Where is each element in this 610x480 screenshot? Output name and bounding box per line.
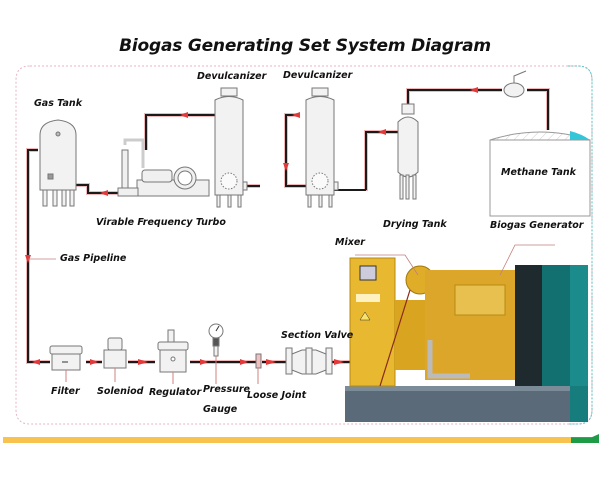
top-valve-illustration	[503, 70, 527, 98]
pressure-gauge-label-line1: Pressure	[203, 384, 250, 395]
frame-border	[15, 65, 593, 425]
devulcanizer-1-label: Devulcanizer	[197, 71, 267, 82]
flow-arrow	[292, 112, 300, 118]
solenoid-illustration	[103, 337, 127, 382]
gas-tank-label: Gas Tank	[34, 98, 83, 109]
pressure-gauge-illustration	[208, 323, 224, 384]
generator-leader-line	[499, 244, 555, 276]
frame-teal-edge	[568, 65, 593, 425]
flow-arrow	[200, 359, 208, 365]
regulator-illustration	[157, 329, 189, 384]
flow-arrow	[90, 359, 98, 365]
loose-joint-label: Loose Joint	[247, 390, 307, 401]
flow-arrows	[25, 87, 478, 365]
flow-arrow	[334, 359, 344, 365]
drying-tank-label: Drying Tank	[383, 219, 447, 230]
gas-pipeline-label: Gas Pipeline	[60, 253, 127, 264]
regulator-label: Regulator	[149, 387, 202, 398]
pressure-gauge-label-line2: Gauge	[203, 404, 238, 415]
mixer-label: Mixer	[335, 237, 365, 248]
diagram-title: Biogas Generating Set System Diagram	[119, 36, 491, 56]
devulcanizer-1-illustration	[214, 87, 248, 208]
flow-arrow	[100, 190, 108, 196]
flow-arrow	[283, 163, 289, 171]
drying-tank-illustration	[397, 103, 419, 200]
footer-bar-green	[571, 434, 599, 443]
methane-tank-illustration	[489, 131, 591, 217]
turbo-label: Virable Frequency Turbo	[96, 217, 226, 228]
methane-tank-label: Methane Tank	[501, 167, 576, 178]
flow-arrow	[240, 359, 248, 365]
flow-arrow	[138, 359, 148, 365]
flow-arrow	[266, 359, 276, 365]
flow-arrow	[378, 129, 386, 135]
biogas-generator-label: Biogas Generator	[490, 220, 584, 231]
solenoid-label: Soleniod	[97, 386, 144, 397]
section-valve-illustration	[285, 347, 333, 375]
biogas-generator-illustration	[345, 257, 588, 422]
section-valve-label: Section Valve	[281, 330, 354, 341]
filter-label: Filter	[51, 386, 80, 397]
flow-arrow	[180, 112, 188, 118]
devulcanizer-2-label: Devulcanizer	[283, 70, 353, 81]
flow-arrow	[32, 359, 40, 365]
gas-tank-illustration	[39, 119, 77, 207]
devulcanizer-2-illustration	[305, 87, 339, 208]
flow-arrow	[470, 87, 478, 93]
turbo-illustration	[117, 138, 210, 197]
mixer-leader-line	[355, 254, 419, 276]
filter-illustration	[49, 345, 83, 382]
loose-joint-illustration	[255, 353, 262, 384]
footer-bar-yellow	[3, 437, 571, 443]
